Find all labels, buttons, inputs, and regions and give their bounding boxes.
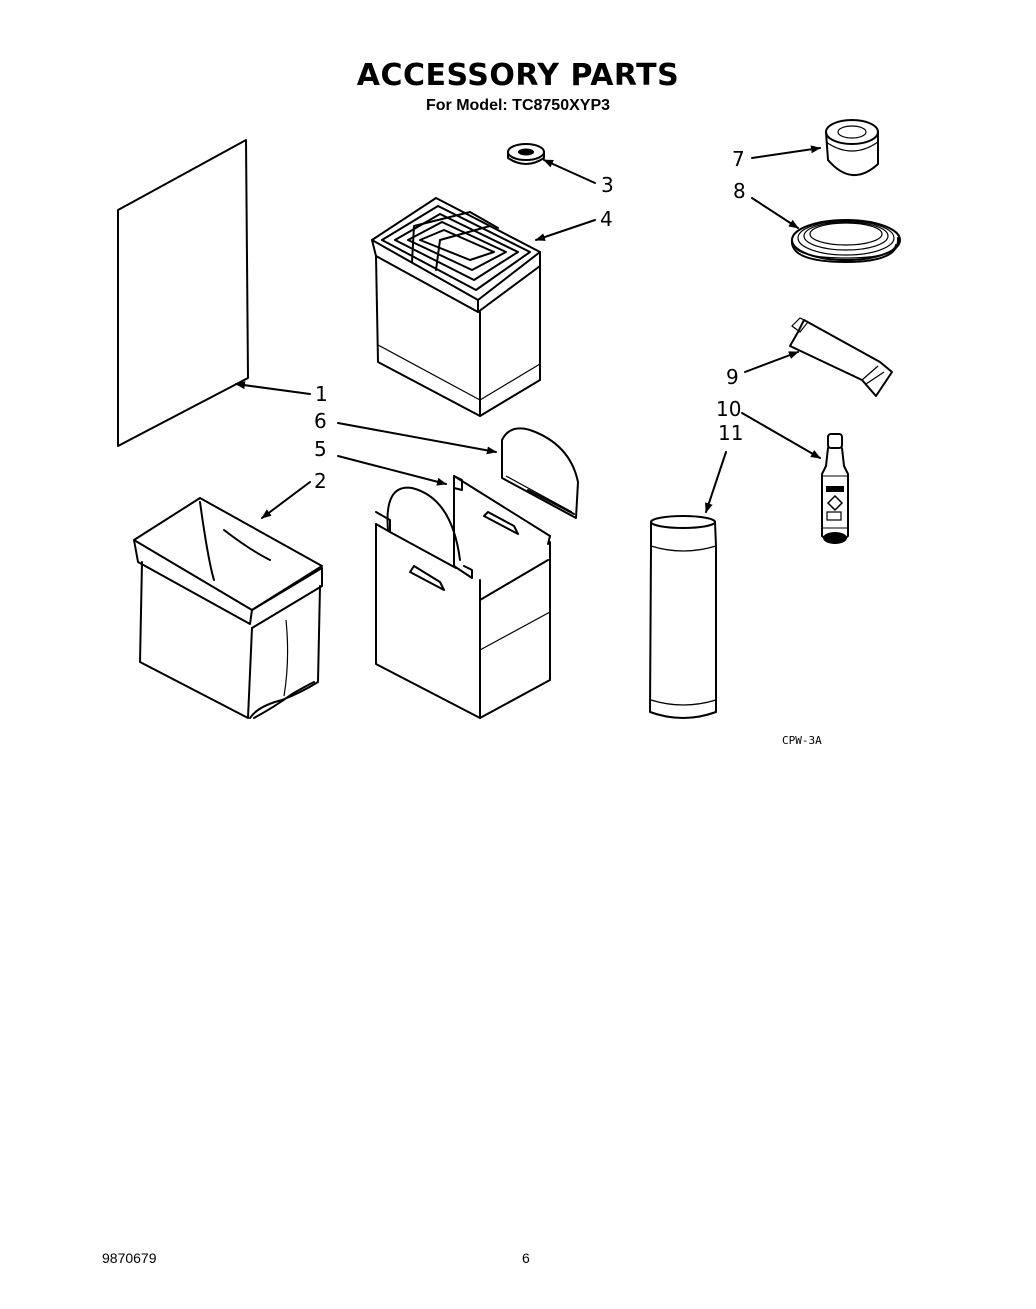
part-1-panel: [117, 139, 249, 447]
callout-9: 9: [726, 365, 739, 389]
part-3-cap: [507, 143, 545, 165]
part-6-plate: [501, 427, 579, 519]
callout-4: 4: [600, 207, 613, 231]
callout-6: 6: [314, 409, 327, 433]
part-5-frame: [375, 475, 551, 719]
callout-5: 5: [314, 437, 327, 461]
callout-3: 3: [601, 173, 614, 197]
part-9-tube: [789, 317, 893, 397]
part-10-bottle: [821, 433, 849, 544]
leader-lines: [235, 145, 821, 519]
callout-2: 2: [314, 469, 327, 493]
callout-10: 10: [716, 397, 741, 421]
model-subtitle: For Model: TC8750XYP3: [425, 97, 611, 114]
part-7-jar: [825, 119, 879, 177]
part-4-filter-box: [371, 197, 541, 417]
callout-1: 1: [315, 382, 328, 406]
part-8-coil: [790, 219, 901, 263]
page-number: 6: [522, 1250, 530, 1266]
page-title: ACCESSORY PARTS: [356, 58, 680, 93]
part-number: 9870679: [102, 1250, 157, 1266]
callout-11: 11: [718, 421, 743, 445]
callout-8: 8: [733, 179, 746, 203]
callout-7: 7: [732, 147, 745, 171]
part-11-spray-can: [649, 515, 717, 719]
figure-code: CPW-3A: [782, 734, 822, 747]
part-2-bag: [133, 497, 323, 719]
